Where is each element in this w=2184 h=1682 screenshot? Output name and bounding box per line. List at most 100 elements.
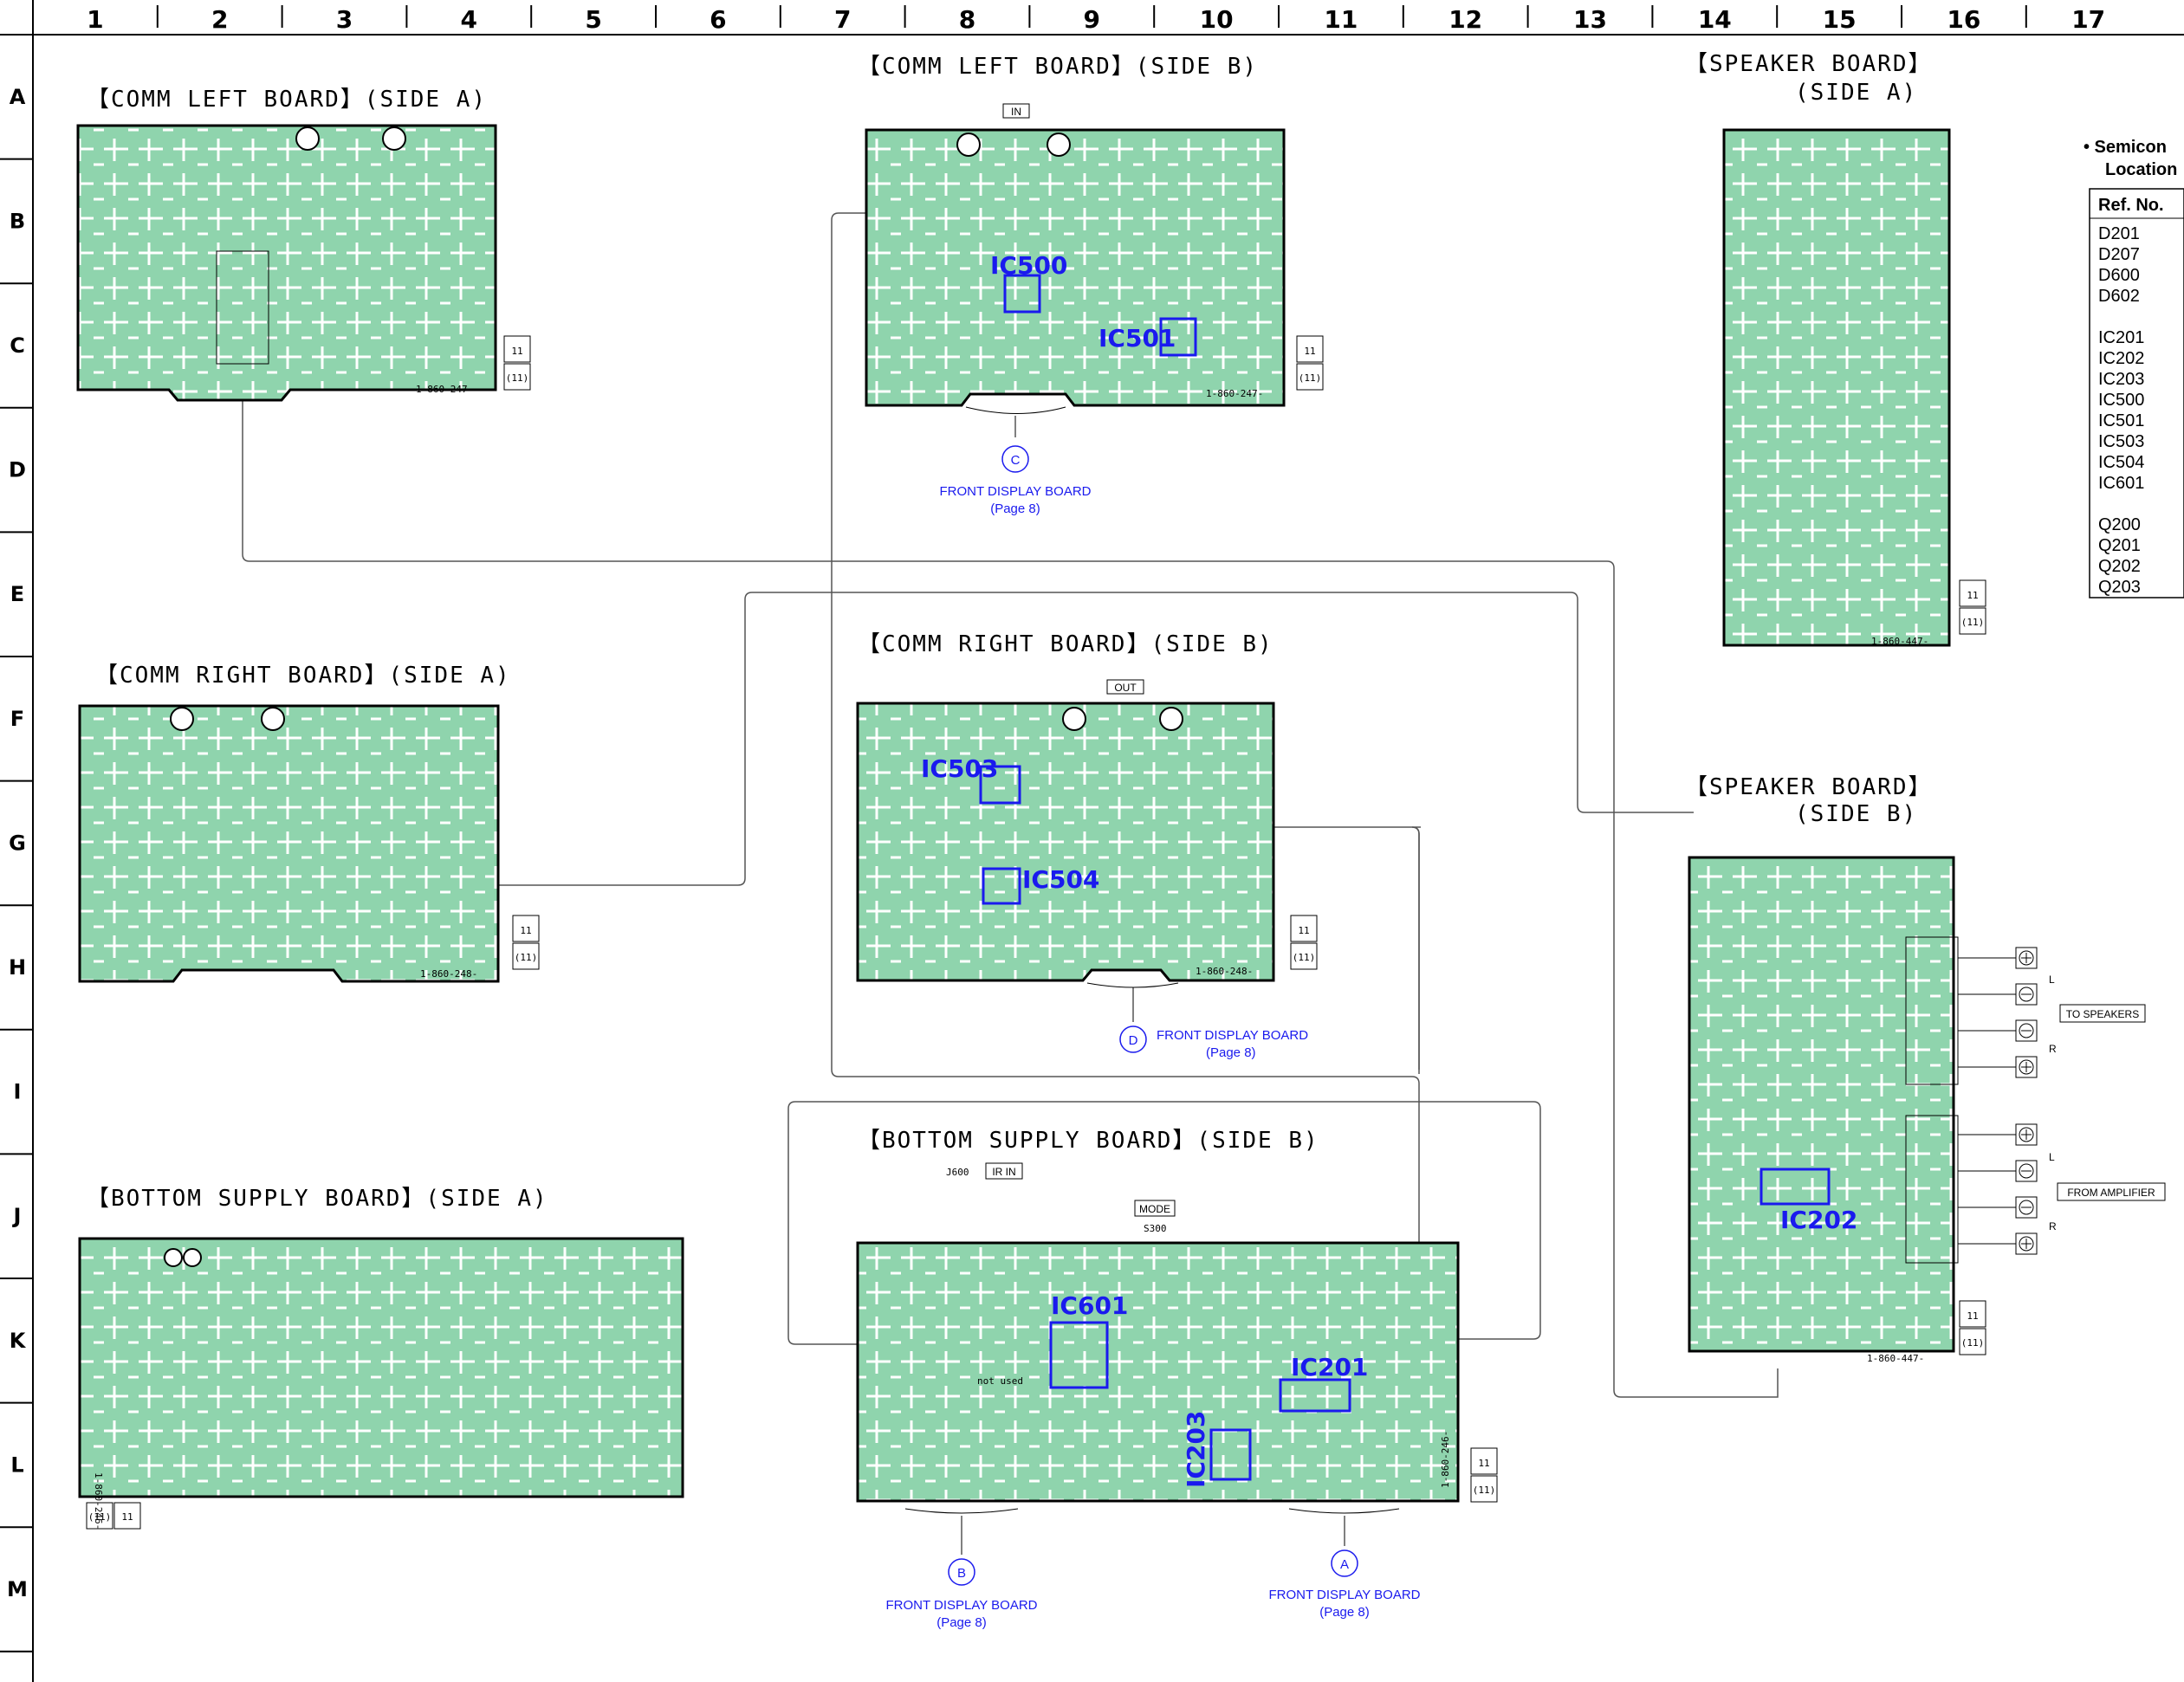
grid-column-label: 16 [1947, 5, 1980, 34]
svg-text:1-860-246-: 1-860-246- [1440, 1431, 1451, 1488]
terminal-ring [2019, 987, 2034, 1002]
ic504-label: IC504 [1022, 865, 1099, 894]
svg-text:11: 11 [1298, 925, 1309, 936]
legend-ref-no: IC201 [2098, 328, 2144, 347]
grid-column-label: 12 [1448, 5, 1482, 34]
ic202-label: IC202 [1780, 1206, 1857, 1234]
grid-column-label: 7 [834, 5, 851, 34]
board-code-comm-left-b: 1-860-247- [1206, 388, 1263, 399]
svg-text:A: A [1340, 1557, 1349, 1572]
svg-text:R: R [2049, 1043, 2057, 1055]
board-speaker-side-b: 【SPEAKER BOARD】 (SIDE B) IC202 1-860-447… [1685, 774, 2166, 1364]
svg-text:(11): (11) [1293, 952, 1316, 963]
svg-text:1-860-248-: 1-860-248- [1196, 966, 1253, 977]
grid-row-label: A [10, 85, 26, 109]
terminal-ring [2019, 950, 2034, 966]
svg-text:11: 11 [1304, 346, 1315, 357]
grid-column-label: 3 [336, 5, 353, 34]
terminal-ring [2019, 1236, 2034, 1252]
board-title-bottom-b: 【BOTTOM SUPPLY BOARD】(SIDE B) [858, 1128, 1319, 1154]
svg-text:(Page 8): (Page 8) [936, 1615, 987, 1630]
svg-text:(SIDE B): (SIDE B) [1795, 801, 1917, 827]
ic503-label: IC503 [921, 754, 998, 783]
legend-ref-no: D201 [2098, 224, 2140, 243]
grid-row-label: B [10, 209, 25, 233]
svg-text:(11): (11) [1473, 1485, 1496, 1496]
board-title-comm-left-a: 【COMM LEFT BOARD】(SIDE A) [87, 87, 487, 113]
legend-ref-no: Q200 [2098, 515, 2141, 534]
svg-text:1-860-246-: 1-860-246- [93, 1472, 104, 1530]
grid-column-label: 4 [461, 5, 477, 34]
board-code-comm-left-a: 1-860-247- [416, 384, 473, 395]
svg-text:1-860-447-: 1-860-447- [1867, 1353, 1924, 1364]
grid-row-label: K [10, 1329, 27, 1353]
ic501-label: IC501 [1098, 324, 1176, 353]
svg-text:(Page 8): (Page 8) [1319, 1605, 1370, 1620]
board-comm-left-side-a: 【COMM LEFT BOARD】(SIDE A) 1-860-247- 11 … [76, 87, 531, 402]
grid-column-label: 11 [1324, 5, 1358, 34]
svg-text:(11): (11) [88, 1511, 112, 1523]
legend-ref-no: Q203 [2098, 578, 2141, 597]
grid-row-label: D [9, 458, 26, 482]
legend-ref-no: IC601 [2098, 474, 2144, 493]
legend-ref-no: D600 [2098, 266, 2140, 285]
callout-b-front-display[interactable]: B FRONT DISPLAY BOARD (Page 8) [885, 1508, 1038, 1630]
svg-text:(11): (11) [1961, 1337, 1985, 1349]
ic201-label: IC201 [1291, 1353, 1368, 1381]
svg-text:MODE: MODE [1139, 1203, 1170, 1215]
svg-text:not used: not used [977, 1375, 1023, 1387]
board-title-speaker-a: 【SPEAKER BOARD】 [1685, 51, 1933, 77]
svg-text:C: C [1011, 453, 1021, 468]
svg-text:Ref. No.: Ref. No. [2098, 196, 2164, 215]
svg-text:FRONT DISPLAY BOARD: FRONT DISPLAY BOARD [1157, 1028, 1308, 1043]
grid-column-label: 17 [2071, 5, 2105, 34]
grid-row-label: H [9, 955, 26, 980]
legend-ref-no: IC500 [2098, 391, 2144, 410]
svg-text:Location: Location [2105, 160, 2177, 179]
grid-column-label: 14 [1698, 5, 1732, 34]
grid-column-label: 9 [1084, 5, 1100, 34]
legend-ref-no: Q202 [2098, 557, 2141, 576]
grid-column-label: 15 [1823, 5, 1857, 34]
svg-text:D: D [1129, 1033, 1138, 1048]
grid-column-label: 10 [1200, 5, 1234, 34]
grid-row-label: E [10, 582, 24, 606]
svg-text:IR IN: IR IN [992, 1166, 1015, 1178]
grid-row-label: L [10, 1452, 23, 1477]
semiconductor-location-legend: • Semicon Location Ref. No. D201D207D600… [2084, 138, 2184, 598]
ic203-label: IC203 [1182, 1411, 1210, 1488]
terminal-ring [2019, 1163, 2034, 1179]
svg-text:L: L [2049, 1151, 2055, 1163]
svg-text:B: B [957, 1566, 966, 1581]
grid-column-dividers [156, 5, 2027, 28]
svg-text:S300: S300 [1144, 1223, 1167, 1234]
board-title-bottom-a: 【BOTTOM SUPPLY BOARD】(SIDE A) [87, 1186, 548, 1212]
to-speakers-label: TO SPEAKERS [2066, 1008, 2139, 1020]
svg-text:1-860-447-: 1-860-447- [1871, 636, 1928, 647]
grid-row-label: F [10, 707, 24, 731]
board-comm-right-side-b: 【COMM RIGHT BOARD】(SIDE B) OUT IC503 IC5… [856, 631, 1318, 982]
grid-column-label: 1 [87, 5, 103, 34]
legend-ref-no: IC501 [2098, 411, 2144, 430]
legend-ref-no: D207 [2098, 245, 2140, 264]
board-comm-left-side-b: 【COMM LEFT BOARD】(SIDE B) IN IC500 IC501… [858, 54, 1324, 407]
terminal-ring [2019, 1200, 2034, 1215]
callout-d-front-display[interactable]: D FRONT DISPLAY BOARD (Page 8) [1086, 982, 1308, 1060]
legend-ref-no: IC202 [2098, 349, 2144, 368]
board-title-comm-left-b: 【COMM LEFT BOARD】(SIDE B) [858, 54, 1258, 80]
svg-text:(11): (11) [506, 372, 529, 384]
svg-text:R: R [2049, 1220, 2057, 1232]
grid-row-label: I [14, 1080, 22, 1104]
svg-text:• Semicon: • Semicon [2084, 138, 2167, 157]
svg-text:(11): (11) [515, 952, 538, 963]
svg-text:11: 11 [511, 346, 522, 357]
grid-row-label: M [7, 1577, 28, 1601]
grid-column-label: 2 [211, 5, 228, 34]
svg-text:(11): (11) [1299, 372, 1322, 384]
callout-c-front-display[interactable]: C FRONT DISPLAY BOARD (Page 8) [939, 406, 1092, 516]
grid-row-label: G [9, 831, 26, 855]
callout-a-front-display[interactable]: A FRONT DISPLAY BOARD (Page 8) [1268, 1508, 1421, 1620]
